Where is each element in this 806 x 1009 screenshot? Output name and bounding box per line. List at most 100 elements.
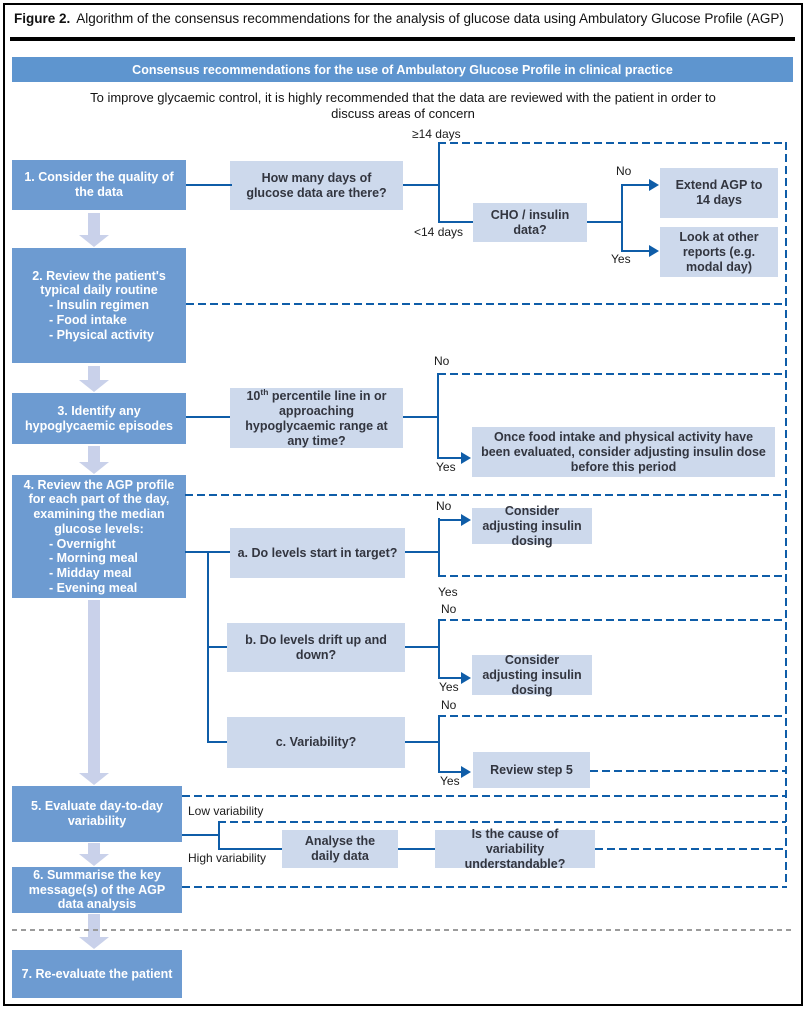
connector-percentile-yes <box>437 457 463 459</box>
cause-variability-box: Is the cause of variability understandab… <box>435 827 595 871</box>
figure-caption-text: Algorithm of the consensus recommendatio… <box>76 11 784 26</box>
step3-label: 3. Identify any hypoglycaemic episodes <box>25 403 173 433</box>
consider-adjusting-a-label: Consider adjusting insulin dosing <box>482 503 582 548</box>
intro-note-line2: discuss areas of concern <box>331 106 475 122</box>
step4-bullet-midday: - Midday meal <box>49 566 132 580</box>
connector-percentile-branch <box>403 416 438 418</box>
connector-step4-b <box>207 646 227 648</box>
dashed-into-step6 <box>182 886 786 888</box>
dashed-review5-out <box>590 770 786 772</box>
dashed-percentile-no <box>438 373 786 375</box>
q-percentile-box: 10th percentile line in or approaching h… <box>230 387 403 449</box>
q-percentile-pre: 10 <box>246 389 261 404</box>
q-days-label: How many days of glucose data are there? <box>246 170 387 200</box>
step1-label: 1. Consider the quality of the data <box>24 170 174 199</box>
step1-to-step2-arrow <box>79 213 109 247</box>
arrowhead-extend-agp <box>649 179 659 191</box>
review-step5-label: Review step 5 <box>490 762 573 777</box>
q-cho-label: CHO / insulin data? <box>490 207 570 237</box>
step2-bullet-food: - Food intake <box>49 312 127 327</box>
step2-bullet-activity: - Physical activity <box>49 327 154 342</box>
step1-box: 1. Consider the quality of the data <box>12 160 186 210</box>
step7-box: 7. Re-evaluate the patient <box>12 950 182 998</box>
q-a-box: a. Do levels start in target? <box>230 528 405 578</box>
other-reports-box: Look at other reports (e.g. modal day) <box>660 227 778 277</box>
step6-box: 6. Summarise the key message(s) of the A… <box>12 867 182 913</box>
analyse-daily-data-box: Analyse the daily data <box>282 830 398 868</box>
intro-note: To improve glycaemic control, it is high… <box>40 90 766 123</box>
connector-a-branch <box>405 551 440 553</box>
figure-label: Figure 2. <box>14 11 71 26</box>
connector-step1-days <box>186 184 232 186</box>
step4-label: 4. Review the AGP profile for each part … <box>23 477 175 536</box>
arrowhead-review-step5 <box>461 766 471 778</box>
label-lt14-days: <14 days <box>414 225 464 239</box>
consensus-header-title: Consensus recommendations for the use of… <box>132 62 673 77</box>
extend-agp-box: Extend AGP to 14 days <box>660 168 778 218</box>
cause-variability-label: Is the cause of variability understandab… <box>464 826 566 871</box>
step2-bullets: - Insulin regimen - Food intake - Physic… <box>17 298 181 342</box>
connector-a-no <box>438 519 464 521</box>
arrowhead-consider-b <box>461 672 471 684</box>
dashed-cause-out <box>595 848 786 850</box>
q-b-label: b. Do levels drift up and down? <box>245 632 387 662</box>
step6-label: 6. Summarise the key message(s) of the A… <box>28 867 166 912</box>
connector-days-vertical <box>438 142 440 223</box>
connector-a-vertical <box>438 518 440 577</box>
analyse-daily-data-label: Analyse the daily data <box>304 834 376 863</box>
step3-box: 3. Identify any hypoglycaemic episodes <box>12 393 186 444</box>
label-percentile-yes: Yes <box>436 460 456 474</box>
connector-step5-branch <box>182 834 219 836</box>
dashed-step4 <box>185 494 786 496</box>
arrowhead-consider-a <box>461 514 471 526</box>
label-cho-no: No <box>616 164 632 178</box>
connector-step4-c <box>207 741 227 743</box>
step4-bullet-morning: - Morning meal <box>49 551 138 566</box>
connector-c-branch <box>405 741 440 743</box>
step2-box: 2. Review the patient's typical daily ro… <box>12 248 186 363</box>
connector-b-branch <box>405 646 440 648</box>
step3-to-step4-arrow <box>79 446 109 474</box>
extend-agp-label: Extend AGP to 14 days <box>675 178 763 207</box>
dashed-a-yes <box>438 575 786 577</box>
other-reports-label: Look at other reports (e.g. modal day) <box>679 229 759 274</box>
label-high-variability: High variability <box>188 851 267 865</box>
step5-box: 5. Evaluate day-to-day variability <box>12 786 182 842</box>
connector-high-analyse <box>218 848 282 850</box>
caption-rule <box>10 37 795 41</box>
q-percentile-post: percentile line in or approaching hypogl… <box>245 389 388 449</box>
q-a-label: a. Do levels start in target? <box>237 545 398 560</box>
q-percentile-label: 10th percentile line in or approaching h… <box>237 387 396 449</box>
dashed-step2 <box>186 303 786 305</box>
dashed-right-return-vertical <box>785 142 787 888</box>
connector-c-vertical <box>438 715 440 773</box>
review-step5-box: Review step 5 <box>473 752 590 788</box>
step5-to-step6-arrow <box>79 843 109 866</box>
q-b-box: b. Do levels drift up and down? <box>227 623 405 672</box>
dashed-ge14 <box>438 142 786 144</box>
step6-to-step7-arrow <box>79 914 109 949</box>
once-food-box: Once food intake and physical activity h… <box>472 427 775 477</box>
dashed-low-variability <box>218 821 786 823</box>
step2-label: 2. Review the patient's typical daily ro… <box>32 268 166 298</box>
connector-cho-yes <box>621 250 650 252</box>
step5-label: 5. Evaluate day-to-day variability <box>31 799 163 828</box>
dashed-c-no <box>438 715 786 717</box>
figure-caption: Figure 2. Algorithm of the consensus reco… <box>14 11 792 26</box>
label-c-yes: Yes <box>440 774 460 788</box>
label-a-no: No <box>436 499 452 513</box>
label-b-no: No <box>441 602 457 616</box>
section-divider <box>12 929 792 931</box>
step4-bullets: - Overnight - Morning meal - Midday meal… <box>17 537 181 596</box>
label-percentile-no: No <box>434 354 450 368</box>
connector-b-yes <box>438 677 464 679</box>
arrowhead-once-food <box>461 452 471 464</box>
label-ge14-days: ≥14 days <box>412 127 461 141</box>
connector-cho-vertical <box>621 184 623 252</box>
arrowhead-other-reports <box>649 245 659 257</box>
consider-adjusting-b-label: Consider adjusting insulin dosing <box>482 652 582 697</box>
q-c-box: c. Variability? <box>227 717 405 768</box>
connector-cho-branch <box>587 221 622 223</box>
step4-bullet-evening: - Evening meal <box>49 580 138 595</box>
once-food-label: Once food intake and physical activity h… <box>481 429 766 474</box>
